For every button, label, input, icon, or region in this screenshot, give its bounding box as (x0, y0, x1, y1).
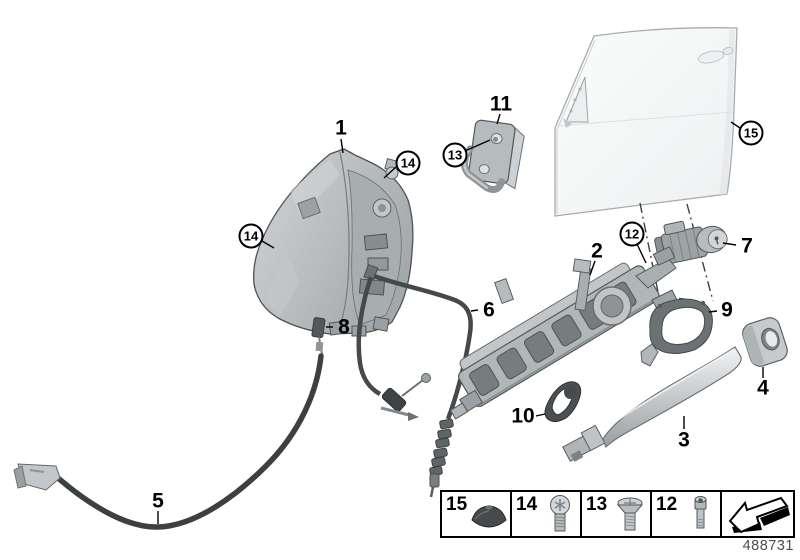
direction-arrow-cell (722, 492, 793, 536)
handle-gasket-front (544, 381, 582, 423)
legend-number: 15 (446, 494, 468, 515)
direction-arrow-icon (726, 491, 790, 538)
cable-end-fitting (380, 373, 431, 421)
socket-head-bolt-icon (677, 492, 720, 536)
callout-3[interactable]: 3 (678, 428, 690, 452)
cable-boot (429, 418, 454, 498)
callout-9[interactable]: 9 (721, 298, 733, 322)
sealing-plug (311, 317, 326, 355)
door-panel (554, 27, 738, 217)
callout-14-lower-circled[interactable]: 14 (238, 223, 264, 249)
handle-end-cap (742, 317, 788, 367)
legend-item-12[interactable]: 12 (652, 492, 722, 536)
legend-number: 12 (656, 494, 678, 515)
door-lock-assembly (253, 148, 414, 337)
callout-2[interactable]: 2 (591, 239, 603, 263)
callout-12-circled[interactable]: 12 (619, 221, 645, 247)
fastener-legend: 15 14 (440, 490, 795, 538)
callout-11[interactable]: 11 (489, 92, 513, 116)
door-mirror-triangle (563, 76, 589, 128)
callout-5[interactable]: 5 (152, 489, 164, 513)
callout-4[interactable]: 4 (757, 376, 769, 400)
legend-item-14[interactable]: 14 (512, 492, 582, 536)
outer-door-handle (562, 343, 742, 462)
callout-7[interactable]: 7 (741, 234, 753, 258)
countersunk-screw-icon (607, 492, 650, 536)
callout-15-circled[interactable]: 15 (738, 120, 764, 146)
door-handle-recess (697, 46, 734, 64)
callout-1[interactable]: 1 (335, 116, 347, 140)
handle-gasket-rear (649, 298, 713, 354)
legend-number: 13 (586, 494, 608, 515)
callout-6[interactable]: 6 (483, 298, 495, 322)
callout-14-upper-circled[interactable]: 14 (395, 150, 421, 176)
release-cable (13, 353, 324, 530)
legend-item-15[interactable]: 15 (442, 492, 512, 536)
handle-carrier (449, 246, 679, 420)
door-handle-cable (356, 264, 473, 498)
legend-item-13[interactable]: 13 (582, 492, 652, 536)
leader-lines (157, 113, 764, 524)
door-catch (460, 119, 525, 193)
grommet-plug-icon (467, 492, 511, 536)
callout-13-circled[interactable]: 13 (442, 142, 468, 168)
callout-10[interactable]: 10 (511, 404, 535, 428)
callout-8[interactable]: 8 (338, 315, 350, 339)
legend-number: 14 (516, 494, 538, 515)
pan-head-screw-icon (537, 492, 580, 536)
diagram-part-number: 488731 (742, 538, 794, 554)
